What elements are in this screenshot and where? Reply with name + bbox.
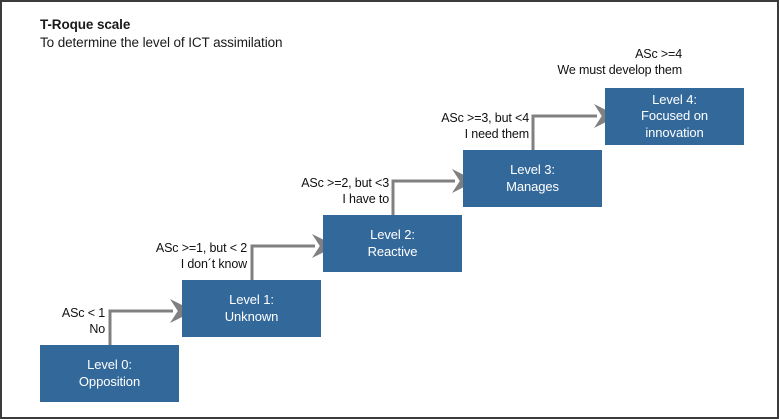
stage-box-level-0[interactable]: Level 0: Opposition xyxy=(40,345,179,402)
figure-subtitle: To determine the level of ICT assimilati… xyxy=(40,35,283,51)
stage-label-line2: Focused on xyxy=(641,108,708,124)
stage-label-line1: Level 4: xyxy=(652,91,697,107)
arrow-level2-to-level3 xyxy=(391,169,476,215)
stage-label-line3: innovation xyxy=(645,124,704,140)
stage-label-line1: Level 1: xyxy=(229,291,274,307)
transition-statement: I need them xyxy=(464,127,530,142)
figure-title-block: T-Roque scale To determine the level of … xyxy=(40,16,283,52)
arrow-level0-to-level1 xyxy=(108,299,194,345)
stage-label-line2: Reactive xyxy=(367,243,418,259)
transition-label-to-level-4: ASc >=3, but <4 I need them xyxy=(354,110,529,143)
stage-box-level-1[interactable]: Level 1: Unknown xyxy=(182,280,321,337)
stage-label-line2: Manages xyxy=(506,178,559,194)
stage-label-line1: Level 3: xyxy=(510,161,555,177)
transition-condition: ASc < 1 xyxy=(61,306,105,320)
transition-label-to-level-1: ASc < 1 No xyxy=(2,305,105,338)
transition-label-to-level-3: ASc >=2, but <3 I have to xyxy=(214,175,389,208)
stage-label-line1: Level 2: xyxy=(370,226,415,242)
transition-label-top: ASc >=4 We must develop them xyxy=(507,46,682,79)
figure-title: T-Roque scale xyxy=(40,17,131,32)
stage-label-line2: Opposition xyxy=(78,373,141,389)
transition-statement: I have to xyxy=(342,192,389,207)
transition-statement: I don´t know xyxy=(180,257,247,272)
transition-label-to-level-2: ASc >=1, but < 2 I don´t know xyxy=(72,240,247,273)
transition-statement: We must develop them xyxy=(557,63,682,78)
arrow-level3-to-level4 xyxy=(531,104,618,150)
stage-box-level-3[interactable]: Level 3: Manages xyxy=(463,150,602,207)
arrow-level1-to-level2 xyxy=(250,234,336,280)
stage-label-line2: Unknown xyxy=(224,308,279,324)
stage-box-level-4[interactable]: Level 4: Focused on innovation xyxy=(605,88,744,145)
transition-condition: ASc >=3, but <4 xyxy=(441,111,529,125)
transition-statement: No xyxy=(89,322,105,337)
transition-condition: ASc >=4 xyxy=(635,47,682,61)
stage-box-level-2[interactable]: Level 2: Reactive xyxy=(323,215,462,272)
stage-label-line1: Level 0: xyxy=(87,356,132,372)
transition-condition: ASc >=1, but < 2 xyxy=(155,241,247,255)
transition-condition: ASc >=2, but <3 xyxy=(301,176,389,190)
